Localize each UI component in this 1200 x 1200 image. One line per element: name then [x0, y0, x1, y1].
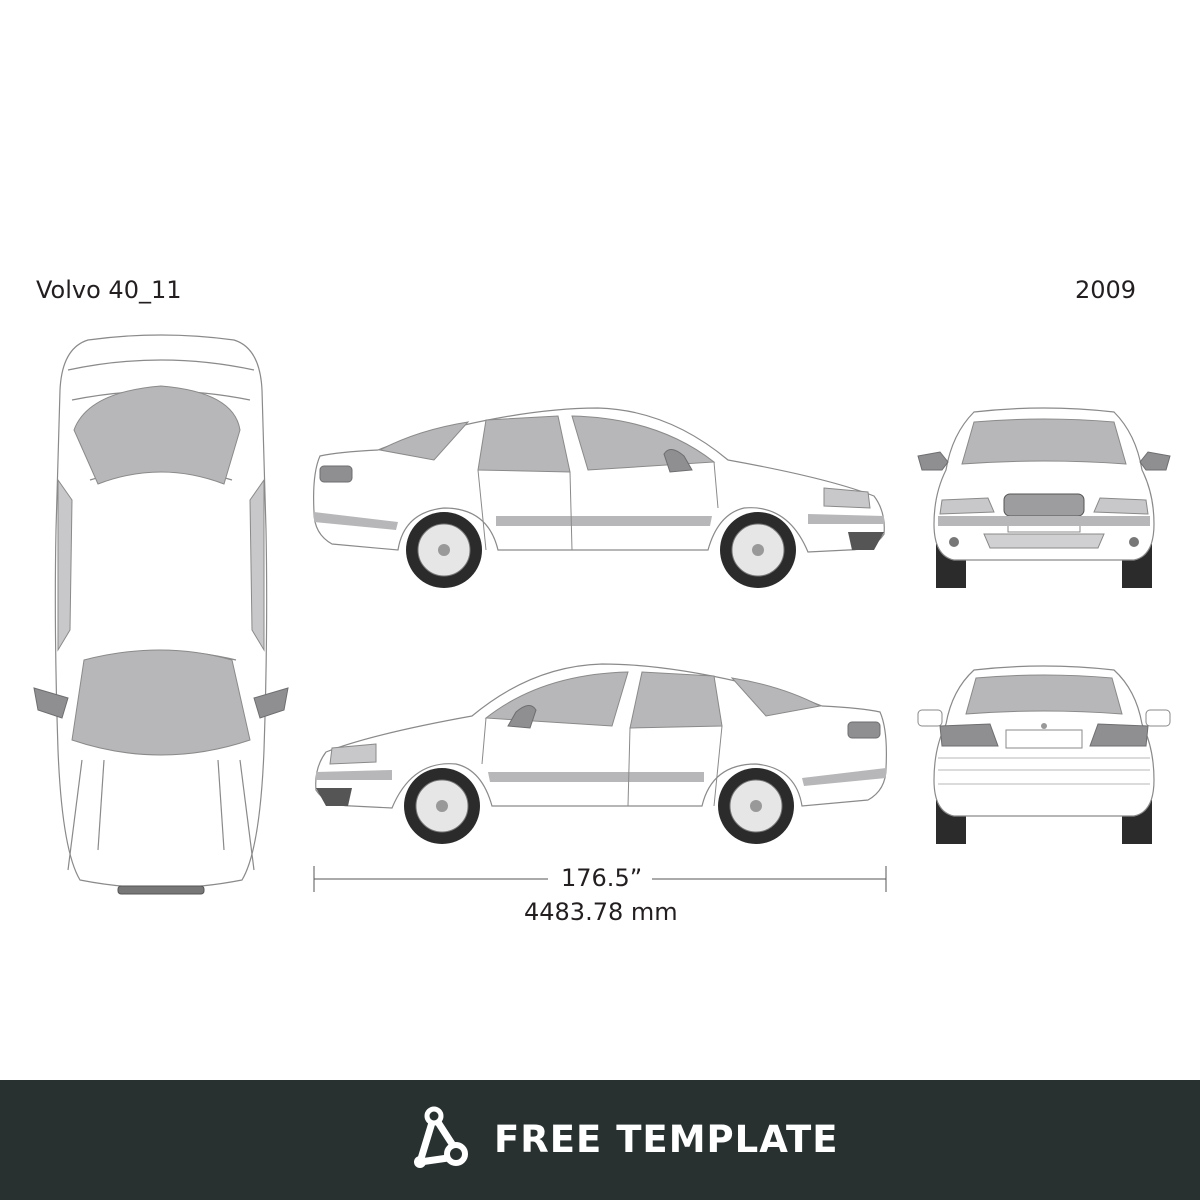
car-side-view-left [313, 407, 885, 588]
top-left-side-glass [57, 478, 73, 652]
rear-left-taillight [939, 723, 999, 747]
rear-right-taillight [1089, 723, 1149, 747]
front-right-mirror [1139, 451, 1171, 471]
side-glass [378, 421, 470, 461]
rear-window [965, 674, 1123, 715]
top-windshield [71, 649, 251, 756]
top-right-mirror [253, 687, 289, 719]
front-right-headlight [1093, 497, 1149, 515]
rear-left-mirror [917, 709, 943, 727]
car-front-view [917, 407, 1171, 588]
side-taillight [319, 465, 353, 483]
front-left-mirror [917, 451, 949, 471]
car-rear-view [917, 665, 1171, 844]
top-right-side-glass [249, 478, 265, 652]
model-year: 2009 [1075, 276, 1137, 304]
rear-license-plate [1005, 729, 1083, 749]
car-top-view [33, 334, 289, 895]
top-grille [117, 885, 205, 895]
footer-label: FREE TEMPLATE [494, 1118, 839, 1161]
front-windshield [961, 418, 1127, 465]
rear-right-mirror [1145, 709, 1171, 727]
side-headlight [823, 487, 871, 509]
side-mirror [663, 449, 693, 473]
top-left-mirror [33, 687, 69, 719]
side-rear-wheel [406, 512, 482, 588]
front-left-headlight [939, 497, 995, 515]
front-grille [1003, 493, 1085, 517]
top-rear-window [73, 385, 241, 485]
length-dimension-line [313, 866, 887, 892]
car-side-view-right [315, 663, 887, 844]
footer-bar [0, 1080, 1200, 1200]
side-trim [314, 512, 398, 530]
length-inches: 176.5” [561, 864, 643, 892]
nodes-triangle-icon [414, 1106, 468, 1168]
model-name: Volvo 40_11 [36, 276, 182, 304]
length-millimeters: 4483.78 mm [524, 898, 678, 926]
side-front-wheel [720, 512, 796, 588]
